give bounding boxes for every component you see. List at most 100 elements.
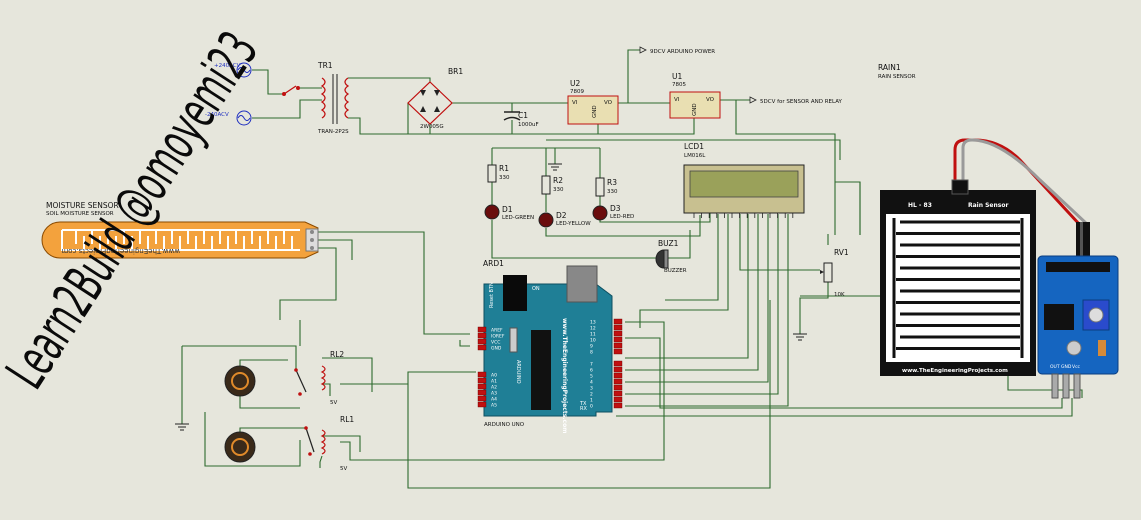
arduino-pin-label: 4	[590, 380, 593, 386]
usb-port	[566, 265, 598, 303]
arduino-pin	[613, 366, 623, 373]
lcd-display: LCD1 LM016L	[683, 142, 805, 218]
d2-value: LED-YELLOW	[556, 221, 591, 227]
arduino-side-text: ARDUINO	[515, 360, 521, 384]
arduino-pin-label: A4	[491, 397, 497, 403]
arduino-pin-label: GND	[491, 346, 502, 352]
r1-value: 330	[499, 175, 510, 181]
rl2-value: 5V	[330, 400, 337, 406]
buzzer-ref: BUZ1	[658, 239, 679, 248]
arduino-pin	[613, 360, 623, 367]
lcd-ref: LCD1	[684, 142, 704, 151]
arduino-pin	[613, 378, 623, 385]
d1-ref: D1	[502, 205, 513, 214]
arduino-pin	[613, 348, 623, 355]
arduino-pin	[477, 377, 487, 384]
u2-vi-pin: VI	[572, 100, 578, 106]
arduino-pin-label: A5	[491, 403, 497, 409]
arduino-pin	[613, 402, 623, 409]
arduino-pin-label: A1	[491, 379, 497, 385]
module-pin	[1062, 373, 1070, 399]
d3-ref: D3	[610, 204, 621, 213]
arduino-pin-label: 8	[590, 350, 593, 356]
u2-value: 7809	[570, 89, 584, 95]
atmega-chip	[531, 330, 551, 410]
on-label: ON	[532, 286, 540, 292]
rain-plate-model: HL - 83	[908, 202, 932, 209]
watermark-text: Learn2Build @omoyemi23	[0, 21, 270, 399]
transformer: TR1 TRAN-2P2S	[317, 61, 350, 135]
arduino-pin	[477, 383, 487, 390]
arduino-url: www.TheEngineeringProjects.com	[561, 318, 568, 433]
buzzer: BUZ1 BUZZER	[655, 239, 687, 274]
arduino-pin-label: 11	[590, 332, 596, 338]
arduino-pin-label: 3	[590, 386, 593, 392]
arduino-pin	[477, 338, 487, 345]
r2-value: 330	[553, 187, 564, 193]
arduino-pin-label: 13	[590, 320, 596, 326]
arduino-pin-label: VCC	[491, 340, 500, 346]
ac-source: +240ACV -240ACV	[205, 62, 300, 126]
tx-label: TX	[579, 401, 587, 407]
arduino-pin	[477, 395, 487, 402]
arduino-pin	[613, 336, 623, 343]
transformer-ref: TR1	[317, 61, 333, 70]
rain-ref: RAIN1	[878, 63, 901, 72]
u1-vi-pin: VI	[674, 97, 680, 103]
arduino-pin	[613, 324, 623, 331]
arduino-pin-label: A2	[491, 385, 497, 391]
arduino-pin-label: 7	[590, 362, 593, 368]
module-pin	[1051, 373, 1059, 399]
ground-symbols	[175, 163, 807, 431]
u1-ref: U1	[672, 72, 682, 81]
capacitor-value: 1000uF	[518, 122, 539, 128]
relay-rl1: RL1 5V	[304, 415, 354, 472]
dc-jack	[503, 275, 527, 311]
arduino-uno: ARD1 Reset BTN ON www.TheEngineeringProj…	[477, 259, 623, 433]
moisture-sensor: MOISTURE SENSOR SOIL MOISTURE SENSOR www…	[41, 201, 319, 259]
crystal	[509, 327, 518, 353]
module-pin-label: OUT	[1050, 364, 1060, 370]
arduino-pin	[613, 396, 623, 403]
wires	[181, 49, 1083, 489]
rl1-value: 5V	[340, 466, 347, 472]
arduino-pin	[613, 372, 623, 379]
arduino-pin	[477, 401, 487, 408]
u1-gnd-pin: GND	[692, 103, 698, 116]
bridge-value: 2W005G	[420, 124, 444, 130]
reset-label: Reset BTN	[489, 282, 495, 308]
arduino-power-label: 9DCV ARDUINO POWER	[650, 49, 715, 55]
bridge-ref: BR1	[448, 67, 463, 76]
arduino-ref: ARD1	[483, 259, 504, 268]
pot-ref: RV1	[834, 248, 849, 257]
d2-ref: D2	[556, 211, 567, 220]
arduino-pin-label: 12	[590, 326, 596, 332]
arduino-pin-label: 6	[590, 368, 593, 374]
arduino-pin-label: 10	[590, 338, 596, 344]
potentiometer: RV1 10K	[820, 248, 849, 298]
capacitor-ref: C1	[518, 111, 528, 120]
rl1-ref: RL1	[340, 415, 354, 424]
arduino-pin-label: IOREF	[491, 334, 505, 340]
sensor-power-label: 5DCV for SENSOR AND RELAY	[760, 99, 843, 105]
buzzer-value: BUZZER	[664, 268, 687, 274]
rain-plate-url: www.TheEngineeringProjects.com	[902, 368, 1008, 374]
bridge-rectifier: BR1 2W005G	[407, 67, 463, 130]
transformer-value: TRAN-2P2S	[317, 129, 349, 135]
r2-ref: R2	[553, 176, 563, 185]
d1-value: LED-GREEN	[502, 215, 534, 221]
regulator-u2: U2 7809 VI VO GND	[567, 79, 619, 125]
arduino-pin	[477, 371, 487, 378]
ac-live-label: +240ACV	[214, 63, 241, 69]
moisture-title: MOISTURE SENSOR	[46, 201, 119, 210]
u2-ref: U2	[570, 79, 580, 88]
u1-value: 7805	[672, 82, 686, 88]
ac-neutral-label: -240ACV	[205, 112, 229, 118]
moisture-board-text: www.TheEngineeringProjects.com	[61, 247, 180, 255]
u2-vo-pin: VO	[604, 100, 613, 106]
arduino-pin	[477, 389, 487, 396]
r3-value: 330	[607, 189, 618, 195]
d3-value: LED-RED	[610, 214, 634, 220]
arduino-pin	[613, 330, 623, 337]
